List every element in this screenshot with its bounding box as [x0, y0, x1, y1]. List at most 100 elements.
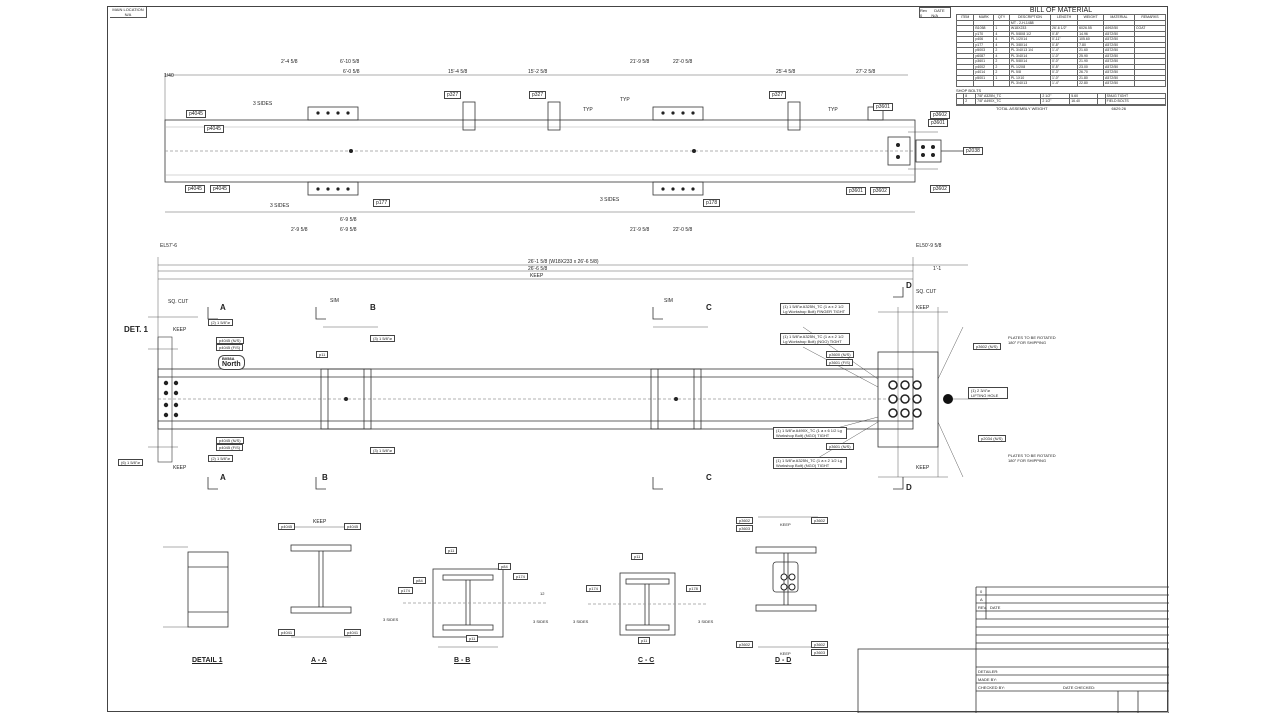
top-dim-1: 2'-4 5/8	[281, 59, 298, 65]
part-tag-p2038: p2038	[963, 147, 983, 155]
section-a-p4041-1: p4041	[278, 629, 296, 636]
overall-length-dim-2: 26'-6 5/8	[528, 266, 548, 272]
bom-cell	[955, 74, 975, 81]
section-mark-a-bottom: A	[220, 473, 226, 482]
date-header-label: DATE	[934, 8, 945, 13]
bom-title: BILL OF MATERIAL	[1029, 7, 1093, 14]
shop-bolts-label: SHOP BOLTS	[956, 87, 982, 93]
callout-p3601-ns: p3601 (N/S)	[826, 443, 854, 450]
plates-rotated-note-1: PLATES TO BE ROTATED 180° FOR SHIPPING	[1008, 335, 1056, 345]
keep-label-2: KEEP	[173, 465, 187, 471]
bom-cell: B1058	[973, 25, 995, 32]
part-tag-p327-1: p327	[444, 91, 462, 99]
section-d-p3602-4: p3602	[811, 641, 829, 648]
top-dim-3: 6'-0 5/8	[343, 69, 360, 75]
rev-header-value: 0	[920, 13, 923, 18]
weld-note-1: 3 SIDES	[253, 101, 273, 107]
top-dim-13: 21'-9 5/8	[630, 227, 650, 233]
callout-stiffener-b: (3) 1 5/8"ø	[370, 335, 395, 342]
top-dim-11: 6'-9 5/8	[340, 217, 357, 223]
rev-col-label: REV.	[978, 605, 987, 610]
keep-dim-label: KEEP	[530, 273, 544, 279]
bom-col-header: LENGTH	[1049, 14, 1079, 21]
bolt-cell: 7/8" A490X_TC	[975, 98, 1042, 105]
section-d-p3602-3: p3602	[736, 641, 754, 648]
callout-p11: p11	[316, 351, 329, 358]
callout-p3600: p3600 (N/S)	[826, 351, 854, 358]
bom-cell: 1'-4"	[1049, 80, 1079, 87]
overall-length-dim: 26'-1 5/8 (W18X233 x 26'-6 5/8)	[528, 259, 599, 265]
bolt-cell	[1097, 92, 1106, 99]
date-header-value: N/A	[931, 13, 939, 18]
north-tag-mark: B058A	[222, 356, 235, 361]
bom-cell: p5001	[973, 74, 995, 81]
section-mark-b-top: B	[370, 303, 376, 312]
rev-row-a: A	[980, 597, 983, 602]
callout-p2034: p2034 (N/S)	[978, 435, 1006, 442]
bom-cell: 26.70	[1077, 69, 1105, 76]
top-dim-9: 27'-2 5/8	[856, 69, 876, 75]
bom-col-header: ITEM	[955, 14, 975, 21]
bom-col-header: WEIGHT	[1077, 14, 1105, 21]
elev-left-el: EL57'-6	[160, 243, 178, 249]
weld-note-3: 3 SIDES	[600, 197, 620, 203]
section-d-keep-1: KEEP	[780, 522, 791, 527]
total-label: TOTAL ASSEMBLY WEIGHT	[996, 105, 1048, 111]
bom-cell	[1133, 63, 1167, 70]
top-dim-4: 15'-4 5/8	[448, 69, 468, 75]
main-location-value: N/A	[124, 12, 132, 17]
bolt-cell: SNUG TIGHT	[1104, 92, 1167, 99]
keep-label-4: KEEP	[916, 465, 930, 471]
bolt-holes-top	[316, 111, 935, 191]
typ-note-3: TYP	[583, 107, 593, 113]
section-mark-d-top: D	[906, 281, 912, 290]
drawing-lines	[148, 73, 1169, 713]
det-1-label: DET. 1	[124, 325, 149, 334]
section-a-p4045-1: p4045	[278, 523, 296, 530]
sim-label-b: SIM	[330, 298, 339, 304]
section-c-p11-2: p11	[638, 637, 651, 644]
left-callout-3: (6) 1 5/8"ø	[118, 459, 143, 466]
top-left-dim: 1/40	[164, 73, 174, 79]
section-mark-b-bottom: B	[322, 473, 328, 482]
bom-cell: p4014	[973, 69, 995, 76]
drawing-sheet: MAIN LOCATION N/A Rev DATE 0 N/A BILL OF…	[107, 6, 1169, 713]
elev-right-el: EL50'-9 5/8	[916, 243, 942, 249]
callout-p3602: p3602 (N/S)	[973, 343, 1001, 350]
bom-cell: 0'-5"	[1049, 63, 1079, 70]
top-dim-2: 6'-10 5/8	[340, 59, 360, 65]
callout-bolt-4: (1) 1 5/8"ø A325N_TC (1 a x 2 1/2 Lg Wor…	[773, 457, 847, 469]
bom-cell	[1133, 69, 1167, 76]
left-callout-p4045-ns-1: p4045 (N/S)	[216, 337, 244, 344]
sq-cut-right: SQ. CUT	[916, 289, 937, 295]
rev-row-0: 0	[980, 589, 983, 594]
part-tag-p4045-3: p4045	[185, 185, 205, 193]
total-row: TOTAL ASSEMBLY WEIGHT 6629.26	[956, 104, 1166, 111]
part-tag-p4045-2: p4045	[204, 125, 224, 133]
part-tag-p4045-1: p4045	[186, 110, 206, 118]
section-b-p11-2: p11	[466, 635, 479, 642]
part-tag-p4045-4: p4045	[210, 185, 230, 193]
section-mark-a-top: A	[220, 303, 226, 312]
part-tag-p327-3: p327	[769, 91, 787, 99]
rev-header-label: Rev	[920, 8, 928, 13]
bom-cell	[955, 69, 975, 76]
bolt-cell: FIELD BOLTS	[1104, 98, 1167, 105]
bom-cell: 21.80	[1077, 74, 1105, 81]
top-dim-6: 21'-9 5/8	[630, 59, 650, 65]
checked-by-label: CHECKED BY:	[978, 685, 1005, 690]
bom-cell	[1049, 19, 1079, 26]
part-tag-p3601-2: p3601	[928, 119, 948, 127]
bom-cell: COAT	[1133, 25, 1167, 32]
section-c-p178: p178	[686, 585, 701, 592]
part-tag-p177: p177	[373, 199, 391, 207]
